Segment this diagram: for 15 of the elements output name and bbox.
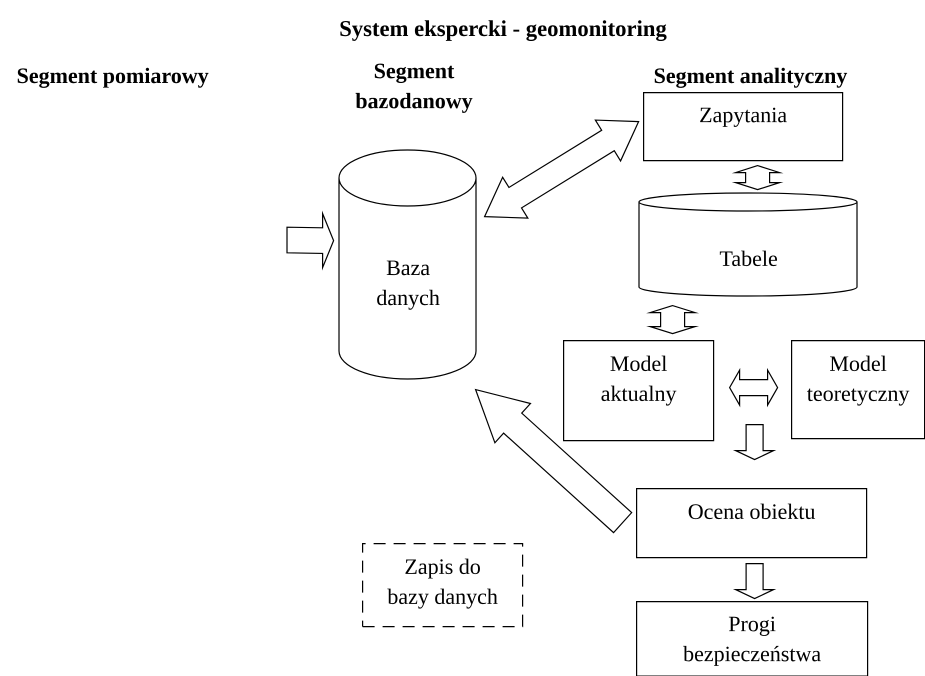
process-box: Progi bezpieczeństwa — [636, 601, 868, 676]
database-cylinder: Baza danych — [338, 149, 477, 380]
process-box: Zapis do bazy danych — [362, 543, 524, 628]
database-cylinder: Tabele — [638, 192, 858, 297]
block-arrow — [474, 388, 632, 534]
segment-heading: Segment pomiarowy — [18, 68, 208, 88]
process-box: Model teoretyczny — [791, 340, 925, 440]
process-box: Ocena obiektu — [636, 488, 868, 558]
diagram-title: System ekspercki - geomonitoring — [340, 20, 667, 41]
block-arrow — [732, 424, 776, 460]
block-arrow — [732, 563, 776, 600]
process-box: Model aktualny — [563, 340, 714, 442]
process-box: Zapytania — [643, 92, 844, 162]
segment-heading: Segment bazodanowy — [356, 64, 472, 113]
block-arrow — [286, 210, 334, 271]
